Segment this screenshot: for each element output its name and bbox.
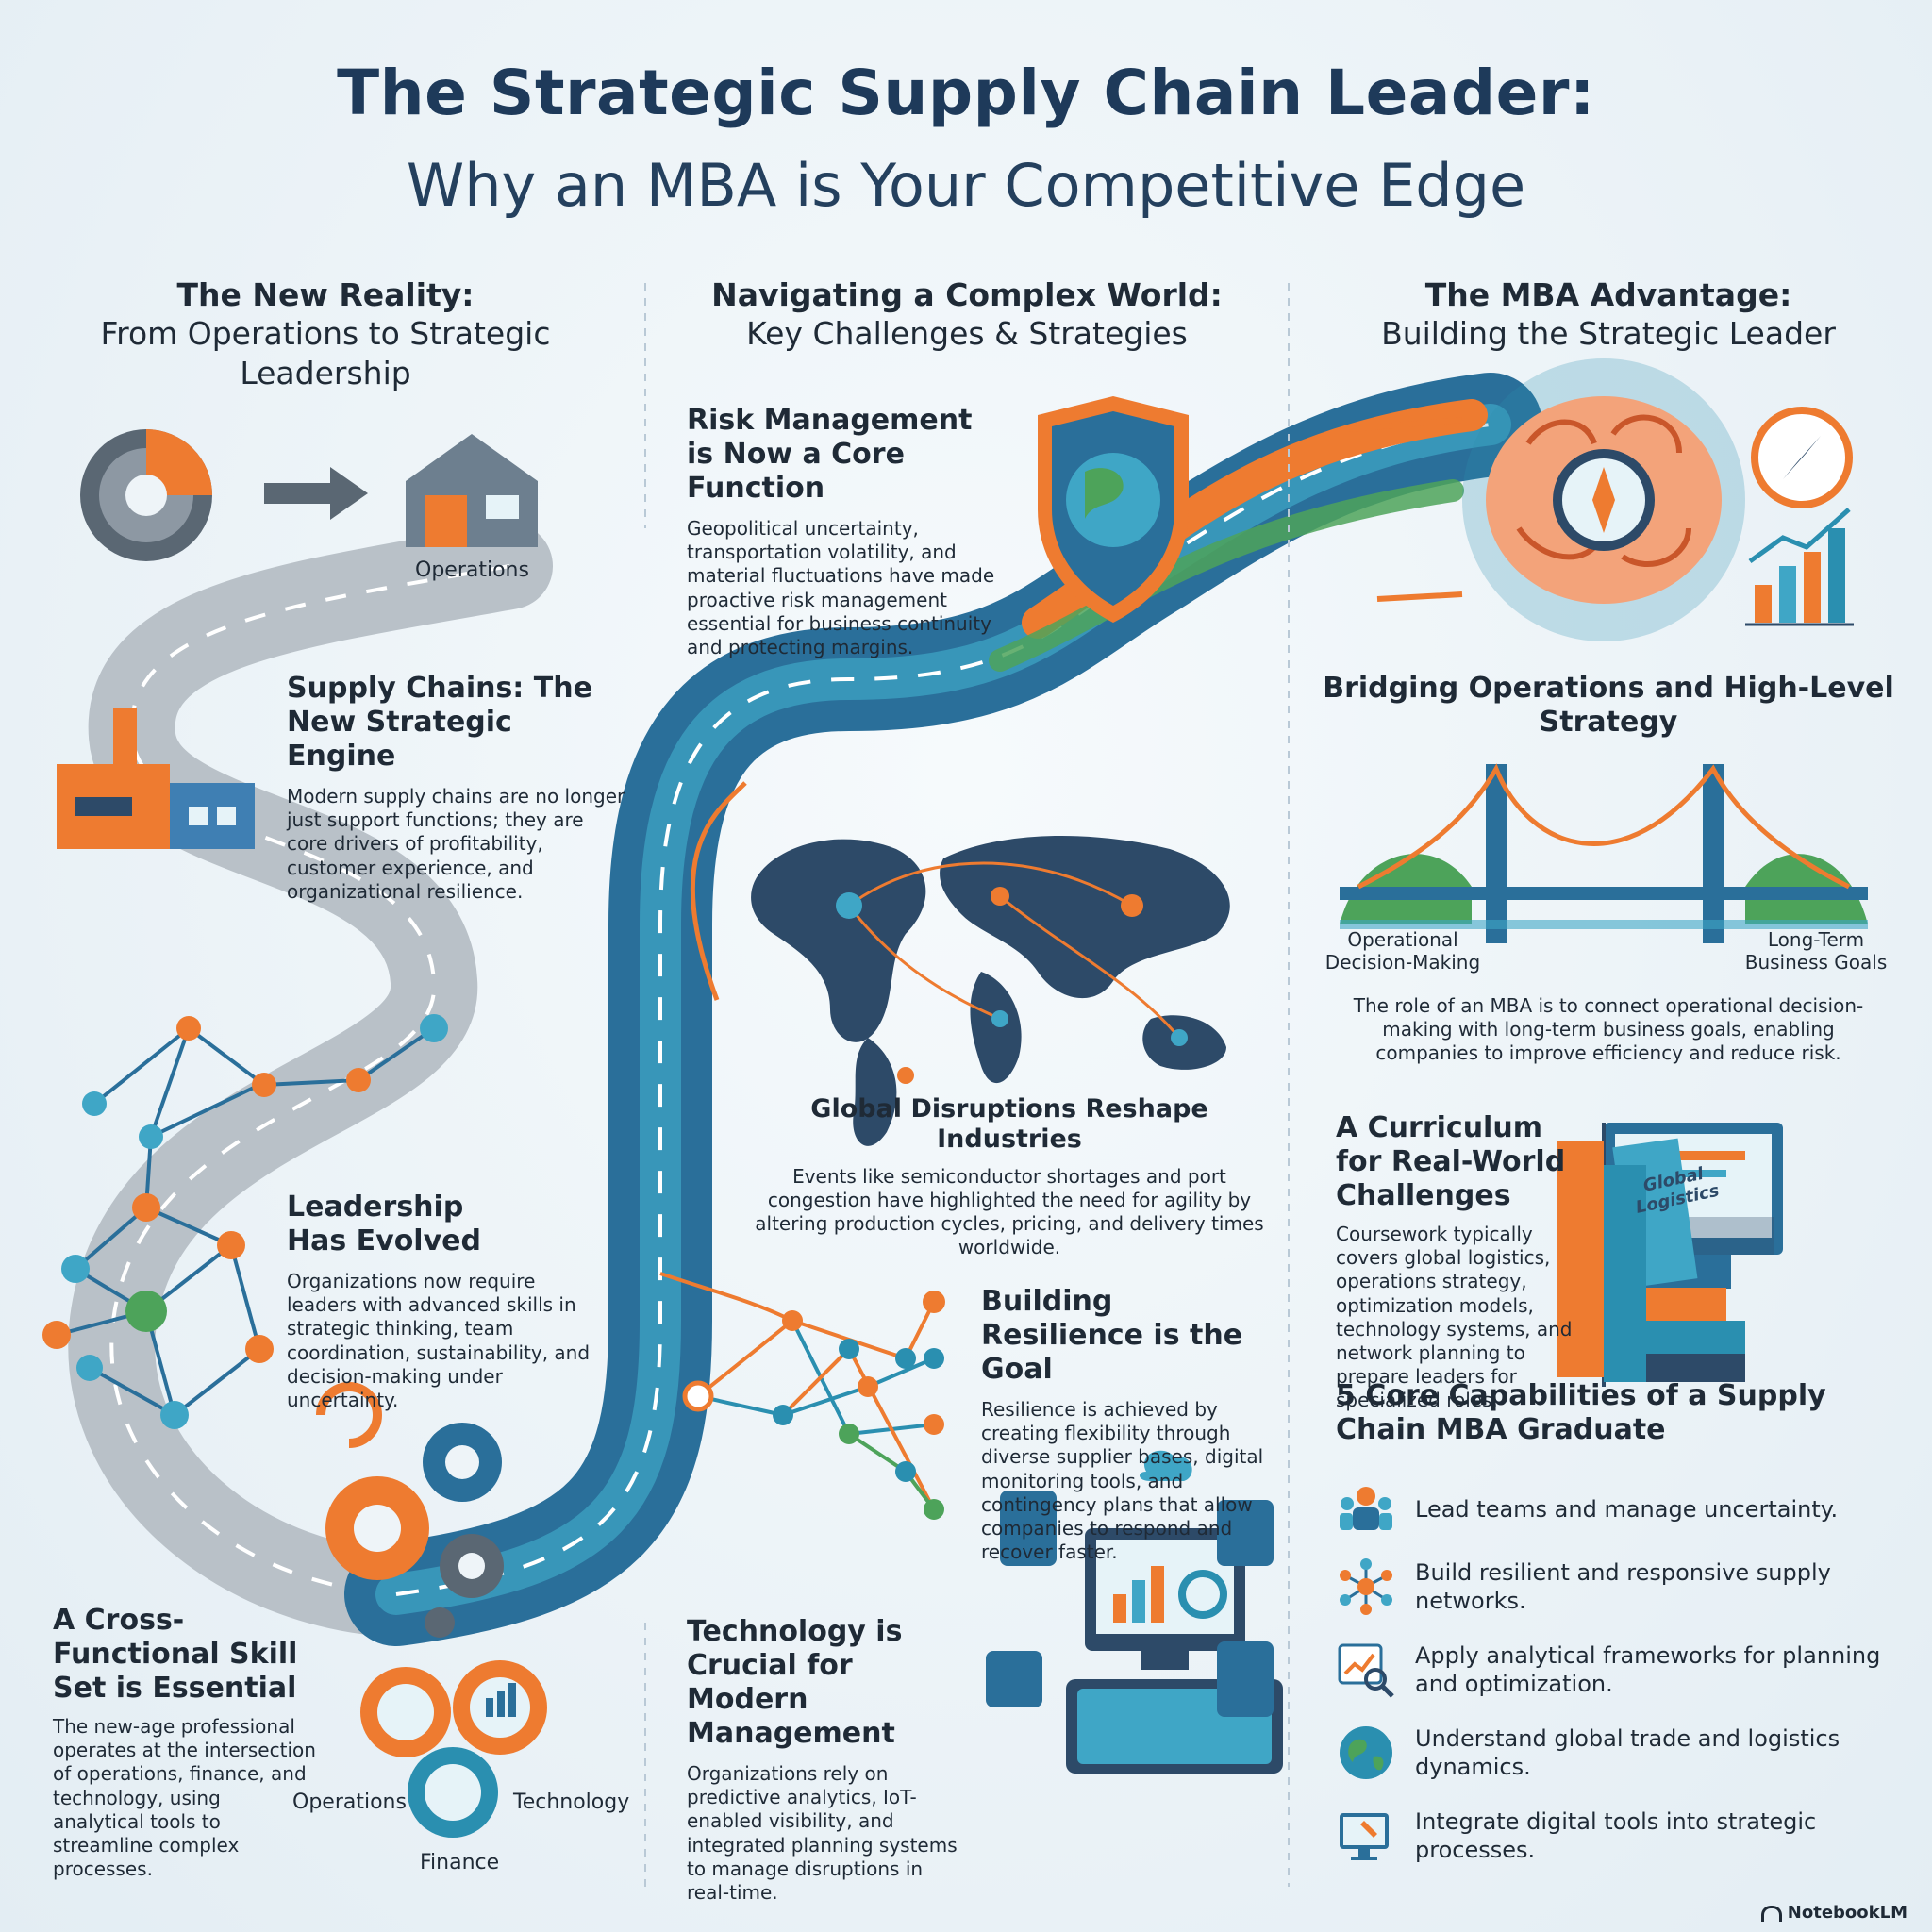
col-left-subtitle: From Operations to Strategic Leadership	[100, 315, 551, 391]
capabilities-title: 5 Core Capabilities of a Supply Chain MB…	[1336, 1379, 1826, 1446]
capability-item: Build resilient and responsive supply ne…	[1336, 1557, 1902, 1617]
brand-text: NotebookLM	[1787, 1903, 1907, 1923]
engine-section: Supply Chains: The New Strategic Engine …	[287, 672, 626, 904]
disruptions-body: Events like semiconductor shortages and …	[755, 1164, 1264, 1259]
capability-text: Lead teams and manage uncertainty.	[1415, 1496, 1839, 1523]
page-subtitle: Why an MBA is Your Competitive Edge	[406, 151, 1526, 220]
gear-label-finance: Finance	[420, 1851, 500, 1874]
leadership-body: Organizations now require leaders with a…	[287, 1270, 591, 1411]
resilience-section: Building Resilience is the Goal Resilien…	[981, 1285, 1283, 1564]
network-icon	[1340, 1558, 1392, 1615]
capability-item: Understand global trade and logistics dy…	[1336, 1723, 1902, 1783]
technology-title: Technology is Crucial for Modern Managem…	[687, 1615, 903, 1750]
factory-icon	[57, 708, 255, 849]
technology-section: Technology is Crucial for Modern Managem…	[687, 1615, 970, 1905]
world-map	[751, 836, 1230, 1146]
risk-title: Risk Management is Now a Core Function	[687, 404, 973, 505]
globe-icon	[1340, 1726, 1392, 1779]
curriculum-body: Coursework typically covers global logis…	[1336, 1223, 1573, 1412]
footer-brand: NotebookLM	[1760, 1903, 1907, 1923]
operations-label: Operations	[415, 558, 529, 582]
resilience-title: Building Resilience is the Goal	[981, 1285, 1243, 1386]
bar-chart-icon	[1745, 508, 1854, 626]
team-icon	[1340, 1487, 1392, 1530]
risk-section: Risk Management is Now a Core Function G…	[687, 404, 998, 659]
col-middle-header: Navigating a Complex World: Key Challeng…	[679, 275, 1255, 354]
gears-cluster-icon	[316, 1382, 504, 1638]
shield-globe-icon	[1038, 396, 1189, 623]
gear-label-operations: Operations	[292, 1790, 407, 1814]
disruptions-title: Global Disruptions Reshape Industries	[810, 1094, 1208, 1155]
page-title: The Strategic Supply Chain Leader:	[337, 57, 1595, 129]
arrow-3	[690, 781, 747, 1001]
arrow-1	[1348, 417, 1463, 432]
col-right-header: The MBA Advantage: Building the Strategi…	[1321, 275, 1896, 354]
col-right-title: The MBA Advantage:	[1424, 276, 1792, 313]
world-map-links	[847, 861, 1181, 1039]
col-left-header: The New Reality: From Operations to Stra…	[38, 275, 613, 392]
leadership-title: Leadership Has Evolved	[287, 1191, 481, 1257]
brand-logo-icon	[1760, 1905, 1782, 1922]
col-middle-title: Navigating a Complex World:	[711, 276, 1223, 313]
leadership-section: Leadership Has Evolved Organizations now…	[287, 1191, 598, 1412]
bridge-title: Bridging Operations and High-Level Strat…	[1323, 672, 1894, 739]
capability-text: Apply analytical frameworks for planning…	[1415, 1642, 1881, 1697]
col-left-title: The New Reality:	[176, 276, 475, 313]
analytics-icon	[1338, 1643, 1394, 1698]
resilience-nodes	[682, 1291, 945, 1520]
cross-functional-title: A Cross-Functional Skill Set is Essentia…	[53, 1604, 298, 1705]
resilience-body: Resilience is achieved by creating flexi…	[981, 1398, 1264, 1564]
technology-body: Organizations rely on predictive analyti…	[687, 1762, 958, 1904]
capability-item: Integrate digital tools into strategic p…	[1336, 1806, 1902, 1866]
capability-item: Lead teams and manage uncertainty.	[1336, 1479, 1902, 1540]
digital-tools-icon	[1340, 1813, 1389, 1860]
gear-top-icon	[80, 429, 212, 561]
capability-item: Apply analytical frameworks for planning…	[1336, 1640, 1902, 1700]
gear-label-technology: Technology	[513, 1790, 630, 1814]
books-icon	[1557, 1123, 1783, 1387]
blue-road-dashes	[395, 423, 1491, 1596]
engine-body: Modern supply chains are no longer just …	[287, 785, 625, 903]
bridge-section: Bridging Operations and High-Level Strat…	[1321, 672, 1896, 740]
gray-road	[68, 523, 553, 1638]
network-graph	[56, 1026, 436, 1417]
green-stream	[989, 479, 1464, 672]
compass-icon	[1751, 407, 1853, 508]
curriculum-section: A Curriculum for Real-World Challenges C…	[1336, 1111, 1591, 1413]
arrow-2	[1376, 591, 1463, 602]
tech-devices-icon	[986, 1450, 1283, 1774]
capability-text: Build resilient and responsive supply ne…	[1415, 1559, 1831, 1614]
bridge-right-label: Long-Term Business Goals	[1744, 928, 1888, 974]
world-map-hubs	[836, 887, 1188, 1084]
curriculum-title: A Curriculum for Real-World Challenges	[1336, 1111, 1566, 1212]
cross-functional-gears-icon	[360, 1660, 547, 1838]
disruptions-section: Global Disruptions Reshape Industries Ev…	[745, 1094, 1274, 1260]
bridge-left-label: Operational Decision-Making	[1324, 928, 1481, 974]
risk-body: Geopolitical uncertainty, transportation…	[687, 517, 995, 658]
cross-functional-body: The new-age professional operates at the…	[53, 1715, 316, 1881]
capability-text: Integrate digital tools into strategic p…	[1415, 1808, 1817, 1863]
arrow-right-icon	[264, 467, 368, 520]
col-right-subtitle: Building the Strategic Leader	[1381, 315, 1836, 353]
engine-title: Supply Chains: The New Strategic Engine	[287, 672, 592, 773]
capability-text: Understand global trade and logistics dy…	[1415, 1725, 1840, 1780]
col-middle-subtitle: Key Challenges & Strategies	[746, 315, 1188, 353]
brain-compass-icon	[1462, 358, 1745, 641]
network-nodes	[42, 1014, 448, 1429]
bridge-icon	[1340, 763, 1868, 943]
bridge-body: The role of an MBA is to connect operati…	[1353, 994, 1864, 1065]
cross-functional-section: A Cross-Functional Skill Set is Essentia…	[53, 1604, 317, 1881]
warehouse-icon	[406, 434, 538, 547]
